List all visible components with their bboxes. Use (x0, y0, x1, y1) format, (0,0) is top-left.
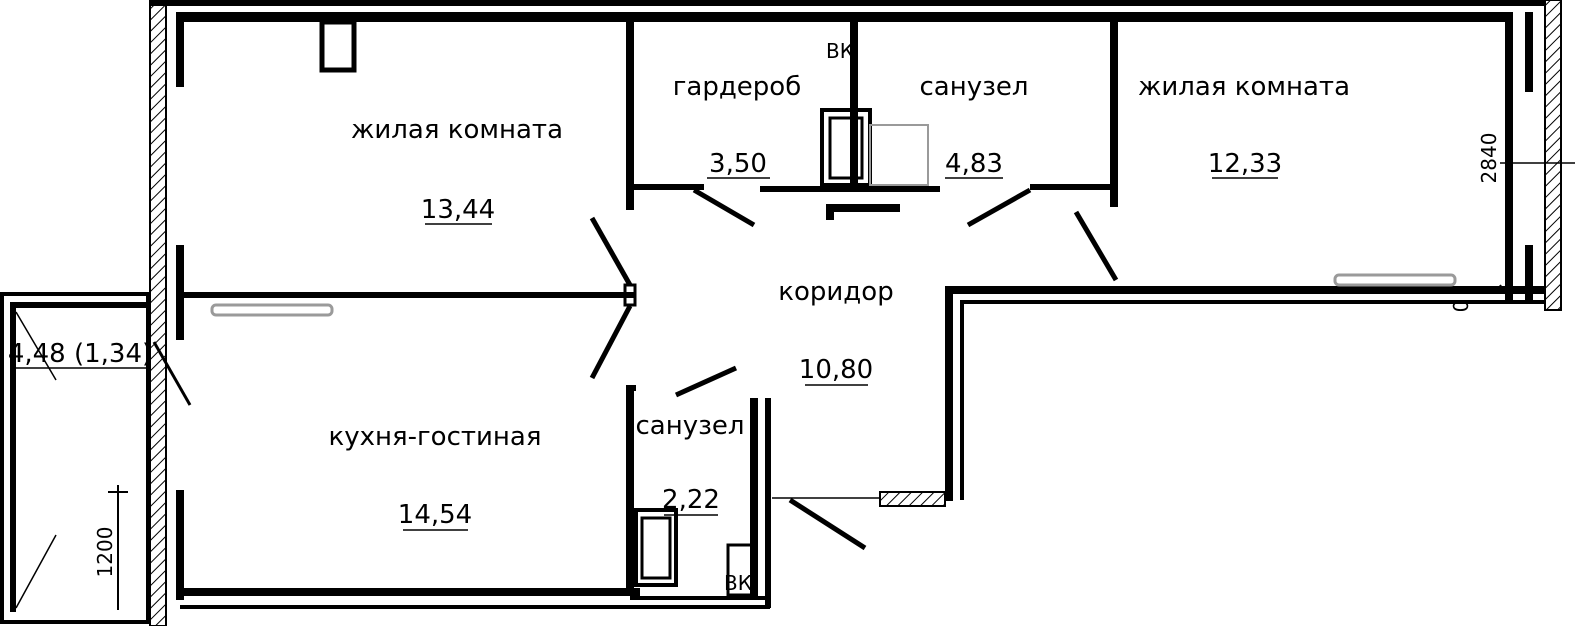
room-name-bath-bottom: санузел (635, 411, 744, 441)
room-name-wardrobe: гардероб (673, 72, 802, 102)
doors (152, 187, 1119, 551)
room-area-bath-top: 4,83 (945, 149, 1003, 179)
room-area-kitchen: 14,54 (398, 500, 472, 530)
dimension-right-height: 2840 (1477, 133, 1501, 184)
balcony (0, 292, 150, 624)
room-name-bath-top: санузел (919, 72, 1028, 102)
interior-walls (184, 19, 1457, 608)
room-name-corridor: коридор (778, 277, 893, 307)
room-area-bath-bottom: 2,22 (662, 485, 720, 515)
room-name-living-left: жилая комната (351, 115, 563, 145)
area-underlines (403, 177, 1278, 531)
dimension-zero-mark: 0 (1449, 300, 1473, 313)
outer-walls (149, 0, 1562, 626)
room-area-living-right: 12,33 (1208, 149, 1282, 179)
balcony-area: 4,48 (1,34) (8, 339, 152, 369)
room-area-corridor: 10,80 (799, 355, 873, 385)
room-name-living-right: жилая комната (1138, 72, 1350, 102)
dimension-right (1499, 162, 1575, 301)
dimension-balcony-width: 1200 (93, 527, 117, 578)
room-area-living-left: 13,44 (421, 195, 495, 225)
vk-mark-bottom: ВК (724, 571, 752, 595)
room-name-kitchen: кухня-гостиная (329, 422, 542, 452)
vk-mark-top: ВК (826, 39, 854, 63)
room-area-wardrobe: 3,50 (709, 149, 767, 179)
